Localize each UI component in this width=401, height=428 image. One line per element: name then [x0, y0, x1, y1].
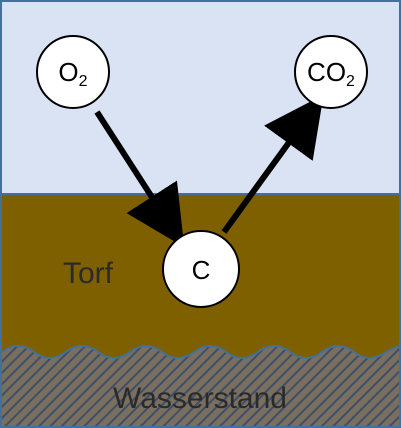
water-level-label: Wasserstand: [113, 382, 287, 415]
co2-symbol: CO: [307, 57, 346, 87]
water-level-wave: [1, 345, 400, 359]
carbon-to-co2-arrow: [221, 94, 324, 234]
co2-node: CO2: [294, 35, 368, 109]
oxygen-node-circle: [36, 35, 110, 109]
oxygen-subscript: 2: [79, 73, 88, 90]
carbon-node-label: C: [192, 255, 211, 285]
oxygen-node: O2: [36, 35, 110, 109]
peat-label: Torf: [63, 257, 114, 290]
co2-node-label: CO2: [307, 57, 355, 90]
co2-subscript: 2: [346, 73, 355, 90]
water-level-zone: [2, 346, 399, 426]
oxygen-to-carbon-arrow: [94, 110, 185, 248]
carbon-node-circle: [162, 230, 240, 308]
oxygen-symbol: O: [58, 57, 78, 87]
oxygen-node-label: O2: [58, 57, 87, 90]
co2-node-circle: [294, 35, 368, 109]
carbon-node: C: [162, 230, 240, 308]
